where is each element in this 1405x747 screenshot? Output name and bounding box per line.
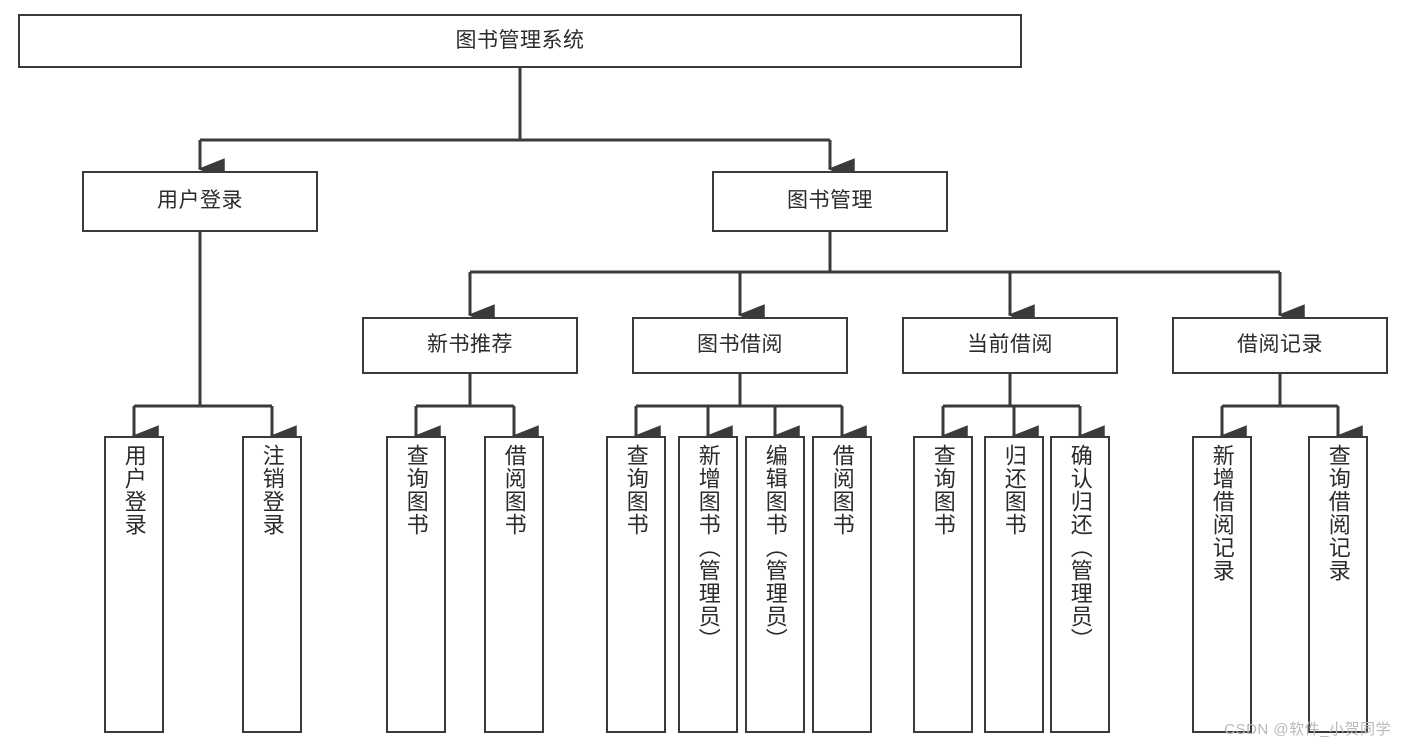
leaf-user-login[interactable]: 用户登录 [104, 436, 164, 733]
node-label: 查询图书 [403, 444, 429, 536]
node-label: 图书借阅 [697, 333, 783, 357]
leaf-edit-book-admin[interactable]: 编辑图书（管理员） [745, 436, 805, 733]
node-label: 用户登录 [121, 444, 147, 536]
node-book-management[interactable]: 图书管理 [712, 171, 948, 232]
node-label: 借阅图书 [501, 444, 527, 536]
node-label: 借阅记录 [1237, 333, 1323, 357]
node-book-management-system[interactable]: 图书管理系统 [18, 14, 1022, 68]
node-label: 注销登录 [259, 444, 285, 536]
node-label: 查询借阅记录 [1325, 444, 1351, 582]
leaf-query-borrow-record[interactable]: 查询借阅记录 [1308, 436, 1368, 733]
node-user-login[interactable]: 用户登录 [82, 171, 318, 232]
node-label: 新增借阅记录 [1209, 444, 1235, 582]
node-label: 新书推荐 [427, 333, 513, 357]
node-borrow-record[interactable]: 借阅记录 [1172, 317, 1388, 374]
leaf-query-book-borrow[interactable]: 查询图书 [606, 436, 666, 733]
leaf-confirm-return-admin[interactable]: 确认归还（管理员） [1050, 436, 1110, 733]
node-label: 当前借阅 [967, 333, 1053, 357]
leaf-query-book-recommend[interactable]: 查询图书 [386, 436, 446, 733]
node-label: 新增图书（管理员） [695, 444, 721, 651]
node-label: 归还图书 [1001, 444, 1027, 536]
node-label: 借阅图书 [829, 444, 855, 536]
leaf-borrow-book[interactable]: 借阅图书 [812, 436, 872, 733]
node-label: 查询图书 [623, 444, 649, 536]
leaf-add-borrow-record[interactable]: 新增借阅记录 [1192, 436, 1252, 733]
node-label: 查询图书 [930, 444, 956, 536]
node-current-borrow[interactable]: 当前借阅 [902, 317, 1118, 374]
node-label: 用户登录 [157, 189, 243, 213]
node-label: 图书管理 [787, 189, 873, 213]
leaf-borrow-book-recommend[interactable]: 借阅图书 [484, 436, 544, 733]
node-label: 确认归还（管理员） [1067, 444, 1093, 651]
node-label: 编辑图书（管理员） [762, 444, 788, 651]
leaf-logout[interactable]: 注销登录 [242, 436, 302, 733]
watermark: CSDN @软件_小贺同学 [1224, 721, 1391, 738]
leaf-add-book-admin[interactable]: 新增图书（管理员） [678, 436, 738, 733]
node-new-book-recommend[interactable]: 新书推荐 [362, 317, 578, 374]
node-book-borrow[interactable]: 图书借阅 [632, 317, 848, 374]
node-label: 图书管理系统 [455, 28, 585, 52]
leaf-return-book[interactable]: 归还图书 [984, 436, 1044, 733]
leaf-query-book-current[interactable]: 查询图书 [913, 436, 973, 733]
